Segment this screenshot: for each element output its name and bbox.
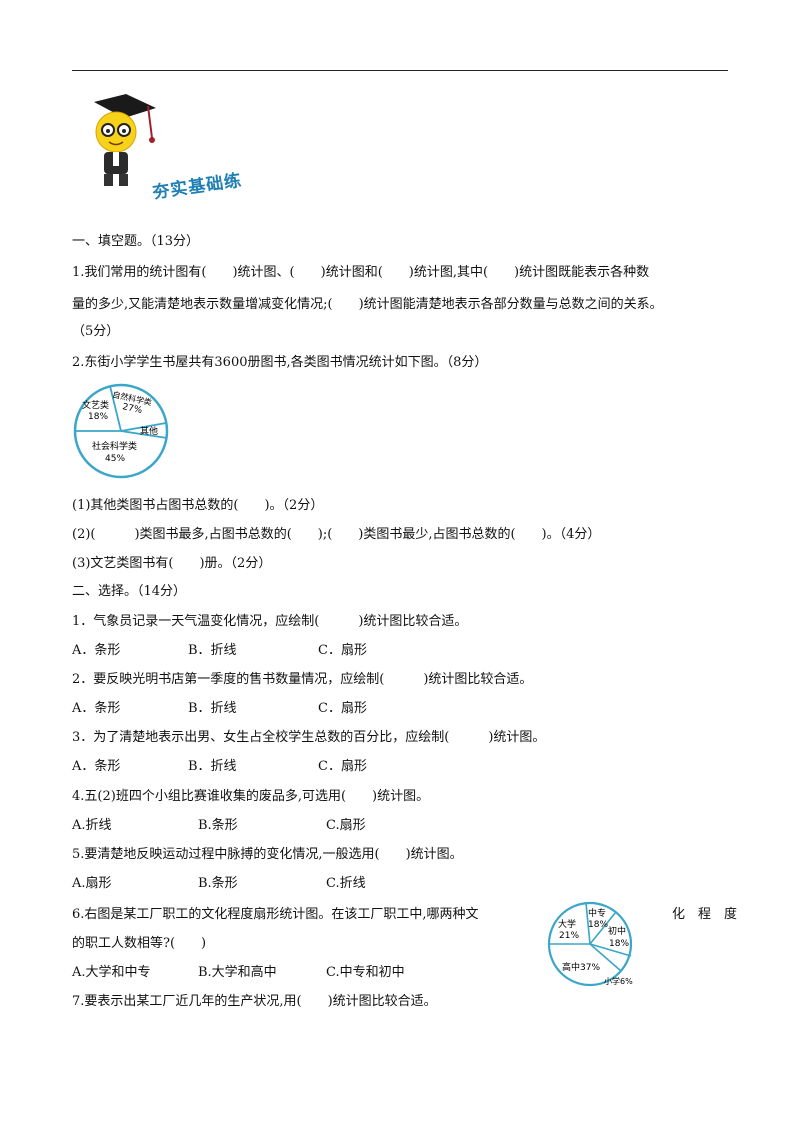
choice-q5-option-a: A.扇形 (72, 876, 112, 891)
pie-edu-label-1: 大学 (558, 918, 576, 930)
pie-edu-pct-3: 18% (609, 939, 629, 949)
fill-q1-line1: 1.我们常用的统计图有( )统计图、( )统计图和( )统计图,其中( )统计图… (72, 265, 650, 280)
pie-edu-pct-1: 21% (559, 931, 579, 941)
choice-q7: 7.要表示出某工厂近几年的生产状况,用( )统计图比较合适。 (72, 994, 437, 1009)
fill-q2: 2.东街小学学生书屋共有3600册图书,各类图书情况统计如下图。（8分） (72, 355, 488, 370)
choice-q3-option-b: B．折线 (188, 759, 237, 774)
fill-q2-sub1: (1)其他类图书占图书总数的( )。（2分） (72, 498, 324, 513)
pie-books-label-3: 其他 (140, 425, 158, 437)
graduate-mascot-icon (94, 94, 156, 186)
choice-q6-line1-end: 化 程 度 (672, 907, 738, 922)
fill-q1-line2: 量的多少,又能清楚地表示数量增减变化情况;( )统计图能清楚地表示各部分数量与总… (72, 297, 663, 312)
pie-edu-pct-2: 18% (588, 920, 608, 930)
choice-q4-option-b: B.条形 (198, 818, 238, 833)
fill-q1-score: （5分） (72, 324, 120, 339)
choice-q2-option-a: A．条形 (72, 701, 121, 716)
choice-q5-option-c: C.折线 (326, 876, 366, 891)
choice-q5: 5.要清楚地反映运动过程中脉搏的变化情况,一般选用( )统计图。 (72, 847, 463, 862)
header-rule (72, 70, 728, 71)
choice-section-title: 二、选择。（14分） (72, 584, 187, 599)
choice-q2-option-b: B．折线 (188, 701, 237, 716)
pie-edu-label-3: 初中 (608, 925, 626, 937)
choice-q6-option-c: C.中专和初中 (326, 965, 405, 980)
pie-books-pct-4: 45% (105, 454, 125, 464)
choice-q3-option-a: A．条形 (72, 759, 121, 774)
pie-books-pct-1: 18% (88, 412, 108, 422)
choice-q2: 2．要反映光明书店第一季度的售书数量情况，应绘制( )统计图比较合适。 (72, 672, 533, 687)
choice-q5-option-b: B.条形 (198, 876, 238, 891)
pie-books-pct-2: 27% (121, 402, 143, 416)
choice-q6-option-a: A.大学和中专 (72, 965, 151, 980)
choice-q6-option-b: B.大学和高中 (198, 965, 277, 980)
fill-q2-sub3: (3)文艺类图书有( )册。（2分） (72, 556, 272, 571)
pie-books-label-1: 文艺类 (82, 399, 109, 411)
choice-q4: 4.五(2)班四个小组比赛谁收集的废品多,可选用( )统计图。 (72, 789, 430, 804)
choice-q1-option-b: B．折线 (188, 643, 237, 658)
pie-edu-label-5: 小学6% (604, 976, 633, 986)
choice-q3-option-c: C．扇形 (318, 759, 367, 774)
choice-q1-option-c: C．扇形 (318, 643, 367, 658)
education-level-pie-chart: 大学 21% 中专 18% 初中 18% 高中37% 小学6% (547, 901, 633, 987)
choice-q2-option-c: C．扇形 (318, 701, 367, 716)
fill-section-title: 一、填空题。（13分） (72, 234, 200, 249)
choice-q1: 1．气象员记录一天气温变化情况，应绘制( )统计图比较合适。 (72, 614, 468, 629)
choice-q3: 3．为了清楚地表示出男、女生占全校学生总数的百分比，应绘制( )统计图。 (72, 730, 546, 745)
choice-q1-option-a: A．条形 (72, 643, 121, 658)
choice-q6-line1: 6.右图是某工厂职工的文化程度扇形统计图。在该工厂职工中,哪两种文 (72, 907, 479, 922)
pie-edu-label-2: 中专 (588, 907, 606, 919)
fill-q2-sub2: (2)( )类图书最多,占图书总数的( );( )类图书最少,占图书总数的( )… (72, 527, 601, 542)
choice-q4-option-a: A.折线 (72, 818, 112, 833)
pie-books-label-4: 社会科学类 (92, 440, 137, 452)
pie-edu-label-4: 高中37% (562, 961, 600, 973)
choice-q6-line2: 的职工人数相等?( ) (72, 936, 207, 951)
book-category-pie-chart: 文艺类 18% 自然科学类 27% 其他 社会科学类 45% (73, 383, 169, 479)
choice-q4-option-c: C.扇形 (326, 818, 366, 833)
